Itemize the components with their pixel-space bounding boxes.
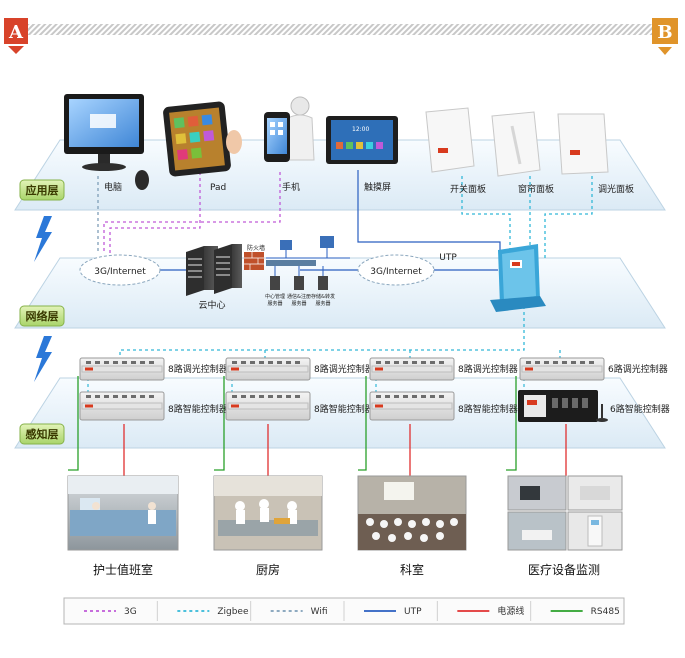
photo-medical-monitoring: [507, 475, 623, 551]
controller-label-smart6: 6路智能控制器: [610, 403, 670, 415]
server-label-management: 中心管理服务器: [265, 293, 285, 307]
controller-label-dimmer6: 6路调光控制器: [608, 363, 668, 375]
rs485-controller-device: [518, 390, 608, 422]
connection-lines: [68, 170, 593, 476]
photo-kitchen: [213, 475, 323, 551]
touch-screen-device: 12:00: [326, 116, 398, 164]
utp-label: UTP: [439, 253, 457, 263]
photo-label-department: 科室: [400, 562, 424, 577]
curtain-panel-device: [491, 111, 541, 177]
corner-b-arrow-icon: [658, 47, 672, 55]
internet-cloud-right: 3G/Internet: [357, 254, 435, 286]
photo-label-nurse-station: 护士值班室: [93, 562, 153, 577]
layer-badge-perception: 感知层: [19, 423, 65, 445]
lightning-icon: [34, 216, 52, 262]
corner-b-badge: B: [652, 18, 678, 55]
legend-label: 3G: [124, 607, 137, 617]
firewall-icon: [244, 252, 264, 270]
svg-text:A: A: [8, 22, 24, 43]
switch-panel-label: 开关面板: [450, 183, 486, 195]
top-hatch-band: [26, 24, 654, 35]
corner-a-arrow-icon: [8, 46, 24, 54]
svg-text:3G/Internet: 3G/Internet: [370, 267, 422, 277]
curtain-panel-label: 窗帘面板: [518, 183, 554, 195]
network-switch: [266, 236, 350, 266]
controller-label-dimmer8: 8路调光控制器: [314, 363, 374, 375]
legend-label: UTP: [404, 607, 422, 617]
pad-label: Pad: [210, 183, 226, 193]
photo-label-kitchen: 厨房: [256, 562, 280, 577]
photo-department: [357, 475, 467, 551]
svg-text:应用层: 应用层: [26, 183, 59, 197]
svg-text:12:00: 12:00: [352, 126, 369, 133]
touch-screen-label: 触摸屏: [364, 181, 391, 193]
phone-device: [264, 96, 315, 162]
svg-text:感知层: 感知层: [26, 427, 59, 441]
controller-device: [79, 357, 165, 381]
legend-label: Zigbee: [217, 607, 249, 617]
svg-text:3G/Internet: 3G/Internet: [94, 267, 146, 277]
controller-device: [369, 357, 455, 381]
cloud-center-label: 云中心: [198, 299, 225, 311]
controller-label-dimmer8: 8路调光控制器: [458, 363, 518, 375]
legend-label: RS485: [591, 607, 620, 617]
controller-label-smart8: 8路智能控制器: [458, 403, 518, 415]
dimmer-panel-device: [557, 113, 609, 175]
hand-icon: [226, 130, 242, 154]
svg-text:网络层: 网络层: [26, 309, 59, 323]
layer-badge-application: 应用层: [19, 179, 65, 201]
computer-label: 电脑: [104, 181, 122, 193]
phone-label: 手机: [282, 181, 300, 193]
server-boxes: [270, 266, 328, 290]
legend-label: 电源线: [497, 605, 524, 617]
antenna-icon: [596, 418, 608, 422]
photo-label-medical-monitoring: 医疗设备监测: [528, 563, 600, 577]
controller-label-smart8: 8路智能控制器: [314, 403, 374, 415]
firewall-label: 防火墙: [247, 244, 265, 252]
legend: 3G Zigbee Wifi UTP 电源线 RS485: [63, 597, 625, 625]
legend-label: Wifi: [311, 607, 328, 617]
controller-device: [519, 357, 605, 381]
mouse-icon: [135, 170, 149, 190]
controller-device: [225, 391, 311, 421]
pad-device: [163, 101, 242, 177]
server-label-storage: 存储&转发服务器: [311, 293, 335, 307]
controller-device: [369, 391, 455, 421]
computer-device: [64, 94, 149, 190]
server-label-communication: 通信&注册服务器: [287, 293, 311, 307]
lightning-icon: [34, 336, 52, 382]
corner-a-badge: A: [4, 18, 28, 54]
dimmer-panel-label: 调光面板: [598, 183, 634, 195]
controller-device: [79, 391, 165, 421]
svg-text:B: B: [657, 22, 672, 43]
controller-label-smart8: 8路智能控制器: [168, 403, 228, 415]
gateway-device: [490, 244, 546, 312]
photo-nurse-station: [67, 475, 179, 551]
switch-panel-device: [425, 107, 475, 173]
controller-device: [225, 357, 311, 381]
cloud-center-servers: [186, 244, 242, 296]
internet-cloud-left: 3G/Internet: [79, 254, 161, 286]
controller-label-dimmer8: 8路调光控制器: [168, 363, 228, 375]
layer-badge-network: 网络层: [19, 305, 65, 327]
